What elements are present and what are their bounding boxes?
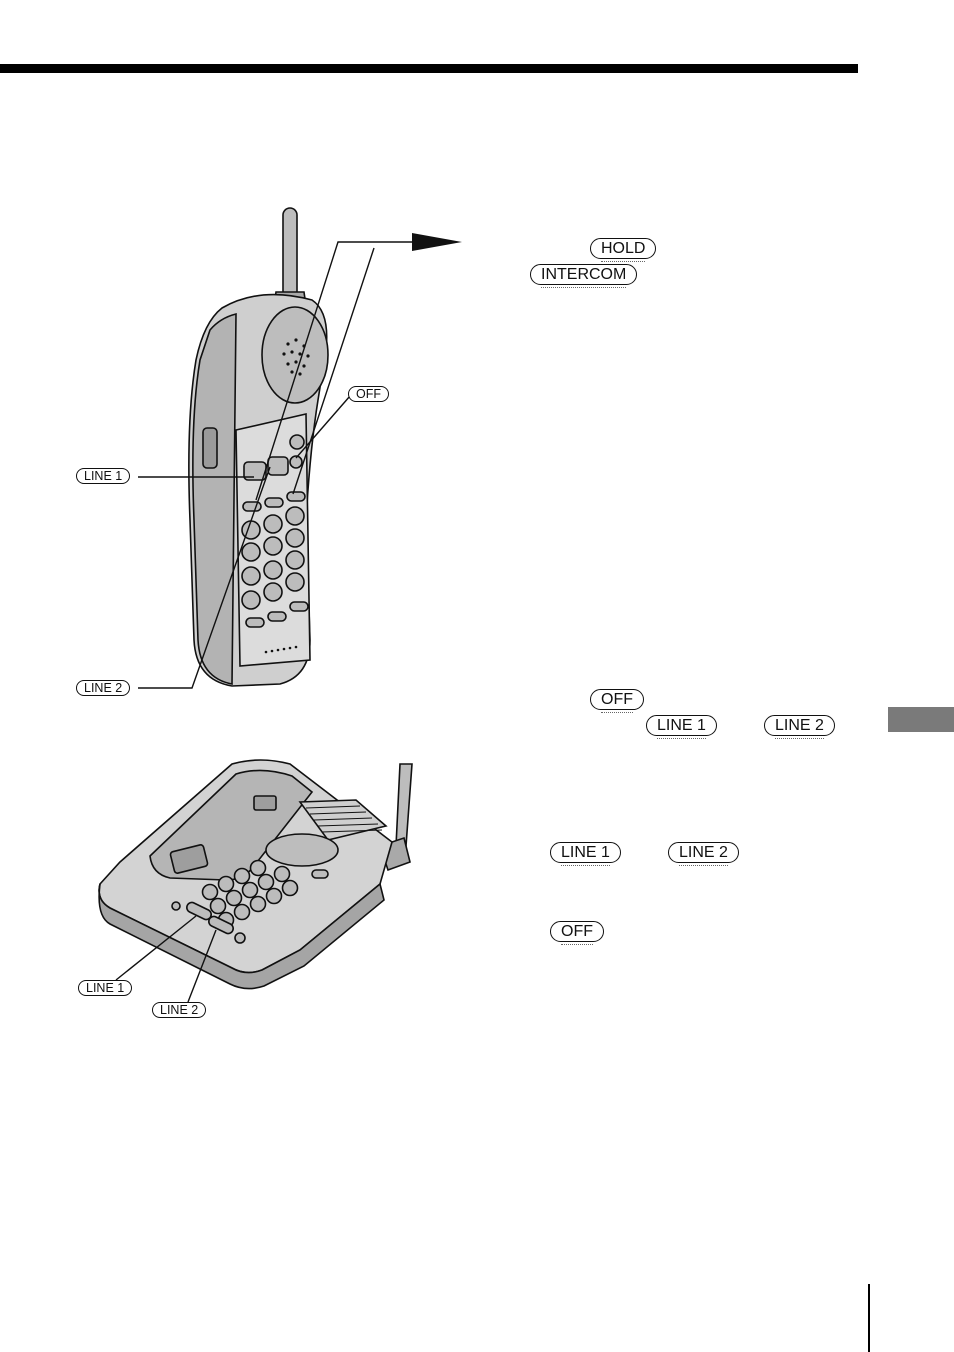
base-line2-callout: LINE 2	[152, 1002, 207, 1018]
line1-key-label: LINE 1	[550, 842, 621, 866]
pointer-arrow	[412, 233, 462, 251]
page-number-rule	[868, 1284, 870, 1352]
off-key-label: OFF	[590, 689, 644, 713]
handset-line1-callout: LINE 1	[76, 468, 131, 484]
base-unit-drawing	[98, 759, 413, 990]
hold-key-label: HOLD	[590, 238, 657, 262]
handset-drawing	[188, 207, 329, 687]
line2-key-label: LINE 2	[764, 715, 835, 739]
section-tab	[888, 707, 954, 732]
line2-key-label: LINE 2	[668, 842, 739, 866]
header-rule	[0, 64, 858, 73]
base-line1-callout: LINE 1	[78, 980, 133, 996]
handset-off-callout: OFF	[348, 386, 389, 402]
off-key-label: OFF	[550, 921, 604, 945]
intercom-key-label: INTERCOM	[530, 264, 638, 288]
handset-line2-callout: LINE 2	[76, 680, 131, 696]
line1-key-label: LINE 1	[646, 715, 717, 739]
base-leader-lines	[115, 915, 217, 1003]
handset-leader-lines	[138, 241, 420, 689]
